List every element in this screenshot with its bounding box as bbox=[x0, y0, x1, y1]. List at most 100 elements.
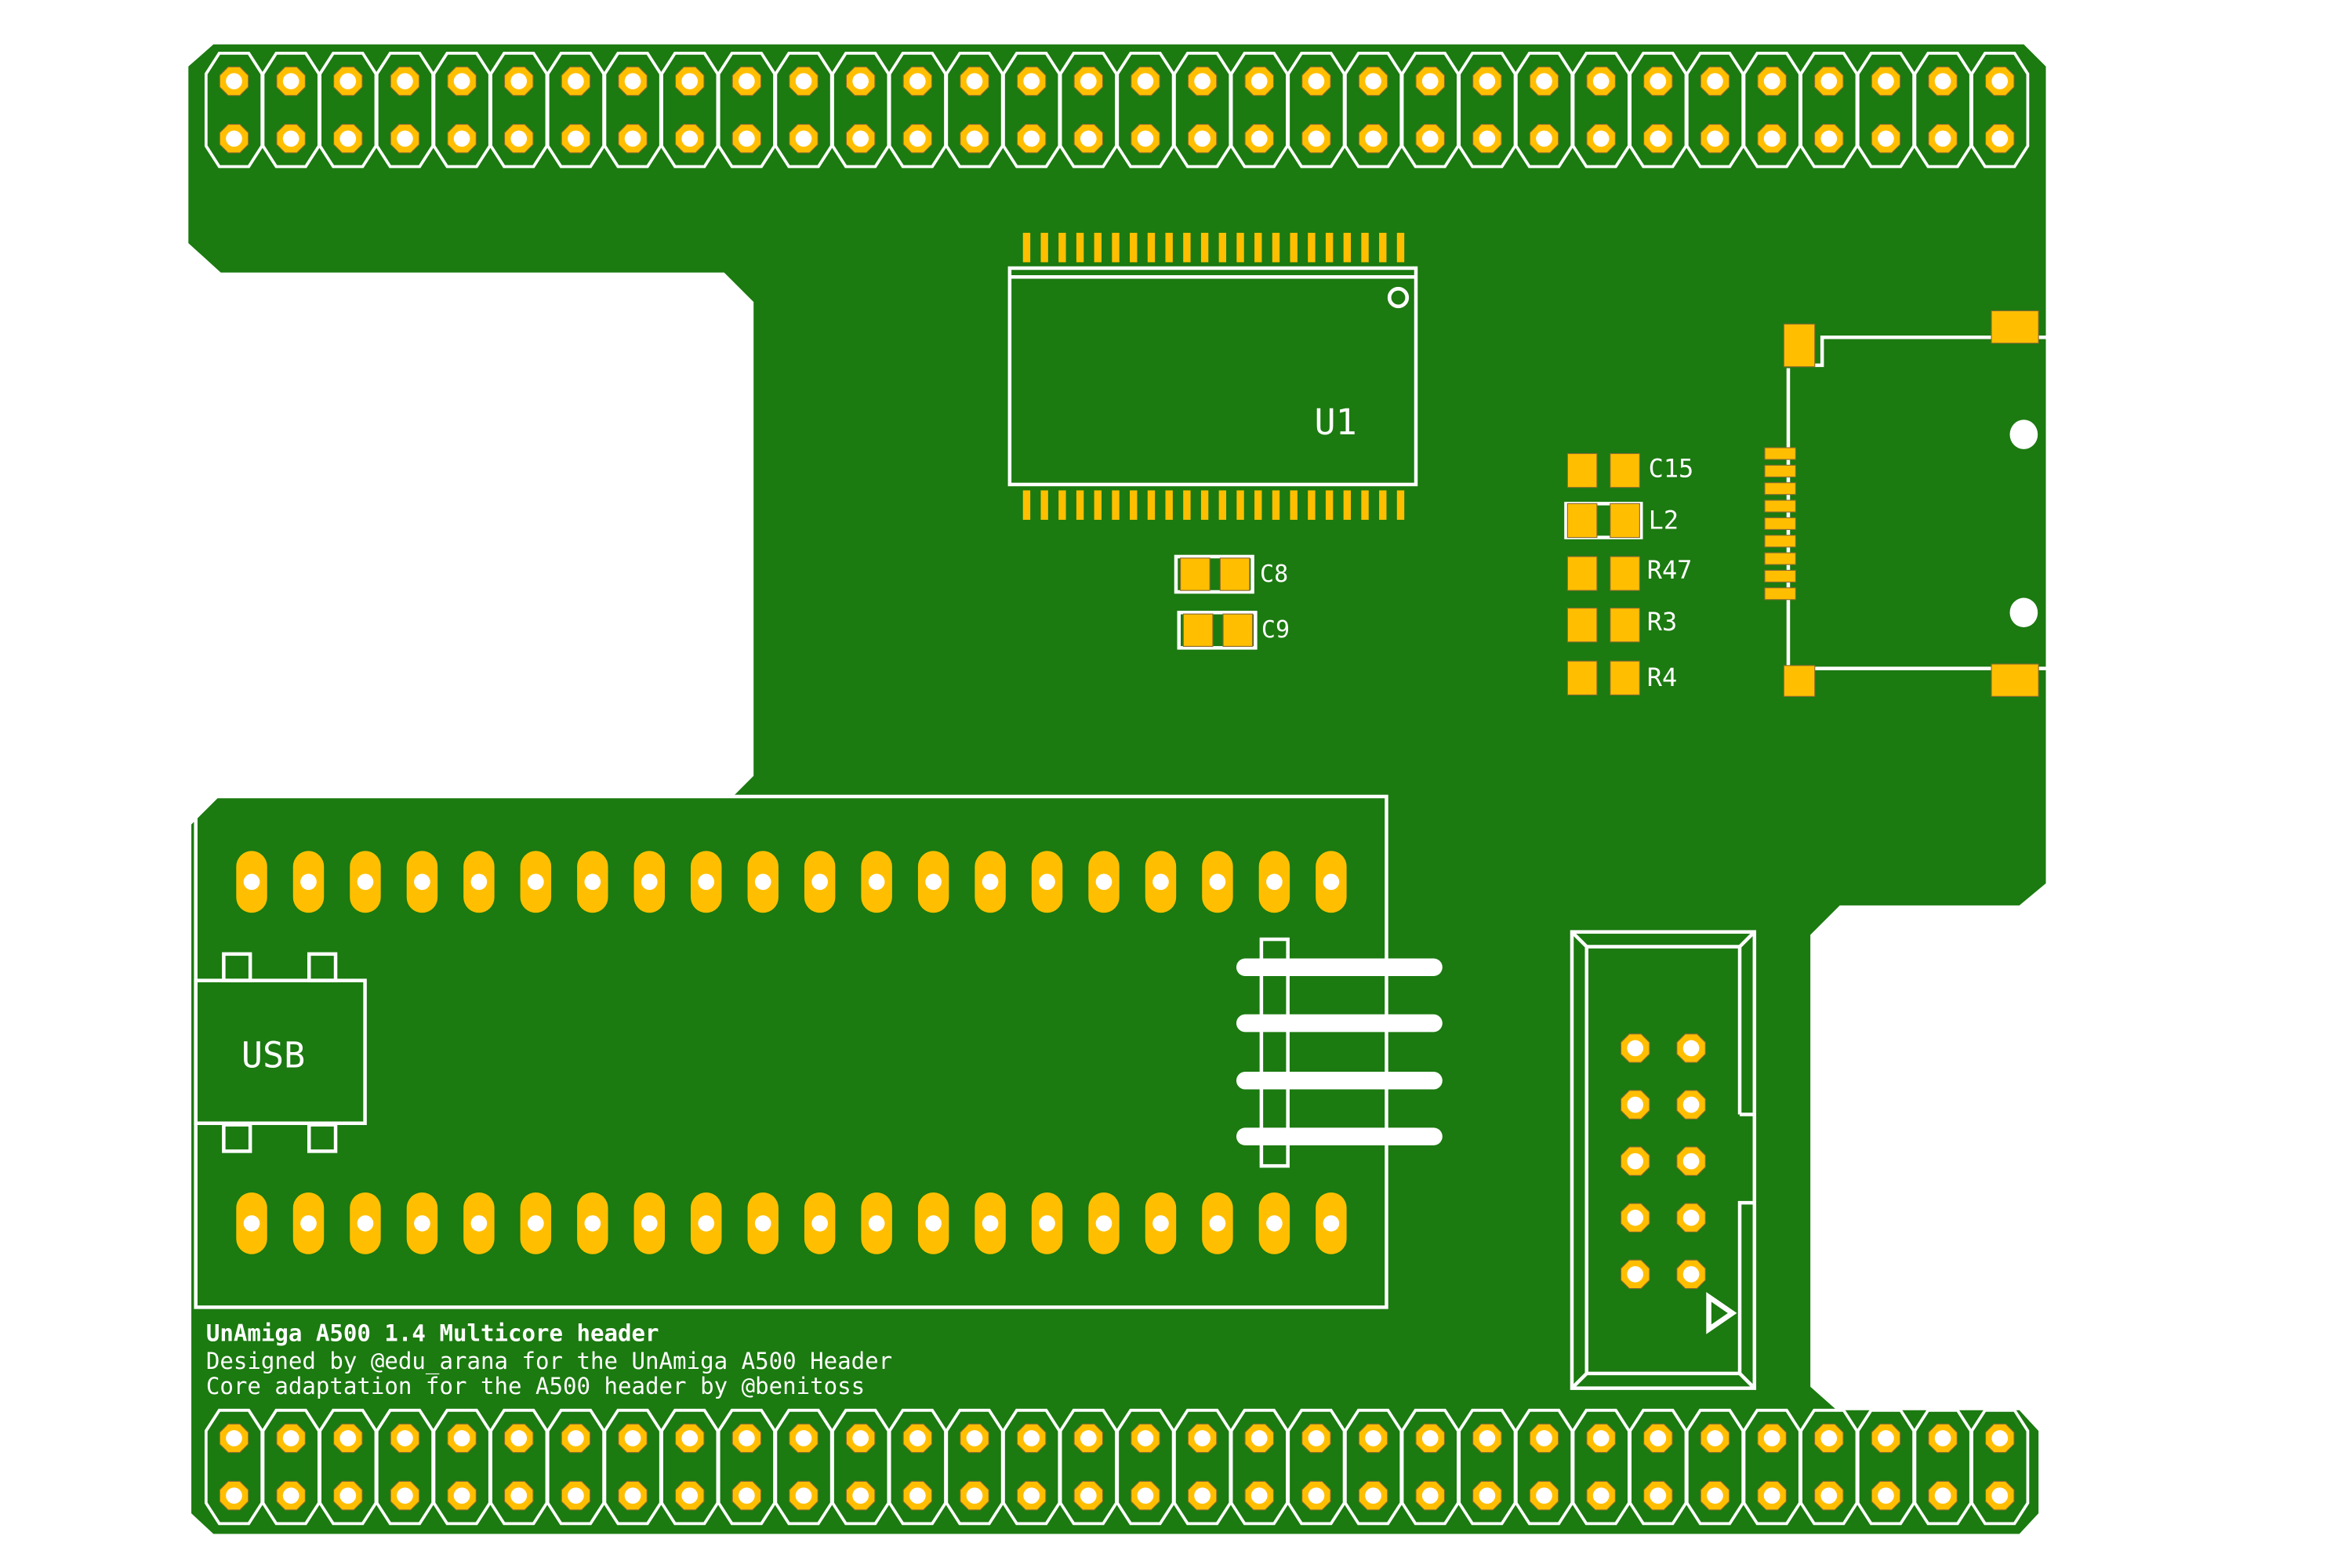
sd-card-connector[interactable] bbox=[1764, 310, 2046, 697]
module-pin-hole bbox=[470, 873, 488, 891]
header-pin-hole bbox=[510, 130, 528, 147]
idc-10-pin-connector[interactable] bbox=[1570, 930, 1757, 1390]
resistor-r47[interactable]: R47 bbox=[1566, 555, 1692, 591]
header-pin-outline bbox=[774, 52, 833, 169]
header-pin-hole bbox=[1080, 1487, 1097, 1504]
resistor-r4[interactable]: R4 bbox=[1566, 660, 1677, 695]
module-pin-hole bbox=[641, 1215, 658, 1232]
idc-outer-outline bbox=[1570, 930, 1757, 1390]
header-pin-outline bbox=[1628, 1408, 1688, 1526]
sd-contact-pad bbox=[1764, 552, 1796, 565]
c9-label: C9 bbox=[1261, 616, 1290, 644]
usb-connector: USB bbox=[194, 952, 367, 1153]
ic-pin bbox=[1272, 490, 1280, 521]
sd-mount-pad bbox=[1783, 323, 1816, 368]
header-pin-outline bbox=[1058, 1408, 1118, 1526]
header-pin-hole bbox=[1536, 130, 1552, 147]
ic-pin bbox=[1379, 232, 1387, 263]
header-pin-hole bbox=[1878, 1487, 1894, 1504]
module-pin-hole bbox=[1266, 1215, 1283, 1232]
header-pin-outline bbox=[1287, 52, 1346, 169]
module-pin-hole bbox=[584, 1215, 601, 1232]
header-pin-outline bbox=[432, 52, 492, 169]
resistor-r3[interactable]: R3 bbox=[1566, 607, 1677, 643]
header-pin-hole bbox=[1934, 130, 1951, 147]
module-pin-hole bbox=[754, 873, 771, 891]
module-pin-hole bbox=[1209, 873, 1226, 891]
header-pin-hole bbox=[1365, 130, 1381, 147]
module-pin-hole bbox=[811, 1215, 829, 1232]
header-pin-outline bbox=[1457, 52, 1517, 169]
header-pin-hole bbox=[1763, 130, 1780, 147]
c8-outline bbox=[1174, 554, 1254, 594]
header-pin-hole bbox=[1820, 1430, 1838, 1446]
header-pin-hole bbox=[226, 1430, 242, 1446]
jumper-outline bbox=[1259, 937, 1290, 1168]
r3-pad bbox=[1566, 608, 1598, 643]
header-pin-outline bbox=[1970, 1408, 2030, 1526]
c15-label: C15 bbox=[1649, 454, 1694, 484]
header-pin-hole bbox=[624, 73, 641, 89]
ic-pin bbox=[1076, 232, 1084, 263]
header-pin-hole bbox=[795, 73, 812, 89]
header-pin-hole bbox=[1991, 73, 2009, 89]
module-pin-hole bbox=[300, 1215, 317, 1232]
header-pin-hole bbox=[1194, 73, 1210, 89]
header-pin-hole bbox=[1479, 1430, 1496, 1446]
credit-core-adaptation: Core adaptation for the A500 header by @… bbox=[206, 1373, 865, 1399]
c9-pad bbox=[1222, 613, 1254, 648]
header-pin-hole bbox=[1023, 130, 1040, 147]
ic-u1[interactable]: U1 bbox=[1007, 232, 1418, 521]
header-pin-outline bbox=[1344, 52, 1403, 169]
header-pin-hole bbox=[1023, 1487, 1040, 1504]
module-pin-hole bbox=[1039, 873, 1055, 891]
r47-pad bbox=[1610, 556, 1640, 591]
header-pin-hole bbox=[624, 1487, 641, 1504]
bottom-pin-header bbox=[204, 1408, 2030, 1526]
header-pin-hole bbox=[1365, 1430, 1381, 1446]
header-pin-outline bbox=[546, 52, 605, 169]
header-pin-hole bbox=[1592, 1487, 1610, 1504]
capacitor-c9[interactable]: C9 bbox=[1177, 611, 1290, 650]
header-pin-hole bbox=[1137, 1487, 1154, 1504]
header-pin-hole bbox=[453, 73, 470, 89]
inductor-l2[interactable]: L2 bbox=[1564, 502, 1679, 539]
idc-corner bbox=[1738, 931, 1756, 949]
l2-outline bbox=[1564, 502, 1643, 539]
ic-pin bbox=[1396, 490, 1405, 521]
header-pin-hole bbox=[966, 73, 983, 89]
passive-c15[interactable]: C15 bbox=[1566, 452, 1694, 488]
idc-corner bbox=[1738, 1372, 1756, 1390]
module-pin-hole bbox=[1323, 1215, 1340, 1232]
ic-pin bbox=[1094, 232, 1102, 263]
board-title: UnAmiga A500 1.4 Multicore header bbox=[206, 1320, 659, 1347]
pin1-marker-icon bbox=[1387, 286, 1410, 309]
ic-pin bbox=[1130, 490, 1138, 521]
module-pin-hole bbox=[698, 873, 715, 891]
header-pin-outline bbox=[1913, 52, 1973, 169]
ic-pin bbox=[1218, 490, 1227, 521]
header-pin-outline bbox=[489, 52, 549, 169]
header-pin-hole bbox=[568, 1430, 584, 1446]
ic-pin bbox=[1147, 232, 1156, 263]
sd-contact-pad bbox=[1764, 587, 1796, 601]
header-pin-outline bbox=[204, 52, 264, 169]
ic-pin bbox=[1379, 490, 1387, 521]
module-pin-hole bbox=[528, 873, 544, 891]
capacitor-c8[interactable]: C8 bbox=[1174, 554, 1288, 594]
header-pin-hole bbox=[681, 73, 699, 89]
ic-pin bbox=[1130, 232, 1138, 263]
sd-contact-pad bbox=[1764, 447, 1796, 460]
module-pin-hole bbox=[868, 1215, 885, 1232]
ic-pin bbox=[1343, 490, 1352, 521]
header-pin-outline bbox=[1400, 1408, 1460, 1526]
header-pin-outline bbox=[1571, 52, 1631, 169]
header-pin-outline bbox=[1116, 1408, 1175, 1526]
header-pin-hole bbox=[1421, 1487, 1439, 1504]
ic-pin bbox=[1236, 232, 1244, 263]
fpga-module-footprint[interactable]: USB bbox=[194, 794, 1443, 1309]
module-pin-hole bbox=[1095, 873, 1112, 891]
header-pin-outline bbox=[717, 1408, 776, 1526]
ic-pin bbox=[1308, 232, 1316, 263]
